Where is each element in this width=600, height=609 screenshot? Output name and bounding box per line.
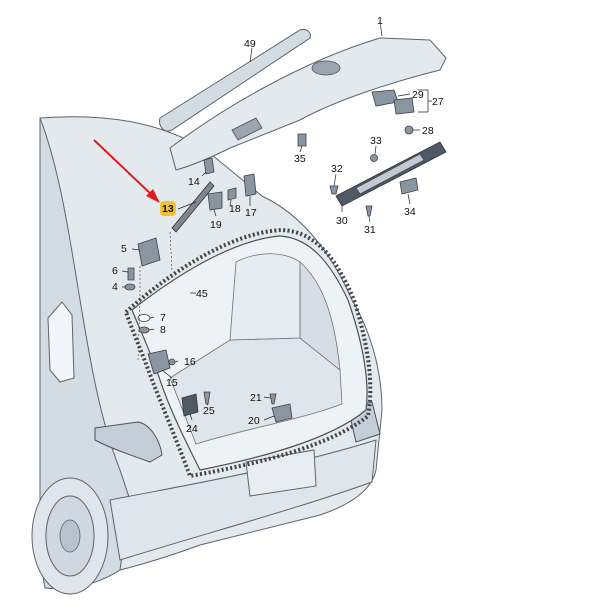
- label-21: 21: [250, 392, 262, 404]
- gas-strut-13: [171, 181, 215, 233]
- leader-lines: [121, 21, 432, 421]
- label-8: 8: [160, 324, 166, 336]
- label-16: 16: [184, 356, 196, 368]
- label-31: 31: [364, 224, 376, 236]
- label-5: 5: [121, 243, 127, 255]
- label-27: 27: [432, 96, 444, 108]
- label-30: 30: [336, 215, 348, 227]
- label-20: 20: [248, 415, 260, 427]
- label-14: 14: [188, 176, 200, 188]
- red-arrow: [93, 139, 160, 203]
- label-29: 29: [412, 89, 424, 101]
- label-17: 17: [245, 207, 257, 219]
- label-6: 6: [112, 265, 118, 277]
- label-7: 7: [160, 312, 166, 324]
- label-49: 49: [244, 38, 256, 50]
- label-35: 35: [294, 153, 306, 165]
- label-13: 13: [162, 203, 174, 215]
- tailgate-seal: [123, 227, 373, 479]
- label-45: 45: [196, 288, 208, 300]
- label-18: 18: [229, 203, 241, 215]
- small-parts: [124, 89, 419, 423]
- part-labels: 1 49 29 27 28 33 35 32 34 30 31 14 13 18…: [112, 15, 444, 435]
- label-19: 19: [210, 219, 222, 231]
- label-1: 1: [377, 15, 383, 27]
- spoiler-assembly: [159, 29, 447, 171]
- part-13-highlight: [160, 201, 176, 216]
- label-34: 34: [404, 206, 416, 218]
- label-33: 33: [370, 135, 382, 147]
- label-25: 25: [203, 405, 215, 417]
- label-24: 24: [186, 423, 198, 435]
- label-4: 4: [112, 281, 118, 293]
- label-15: 15: [166, 377, 178, 389]
- label-28: 28: [422, 125, 434, 137]
- trim-panel-30: [335, 141, 447, 207]
- label-32: 32: [331, 163, 343, 175]
